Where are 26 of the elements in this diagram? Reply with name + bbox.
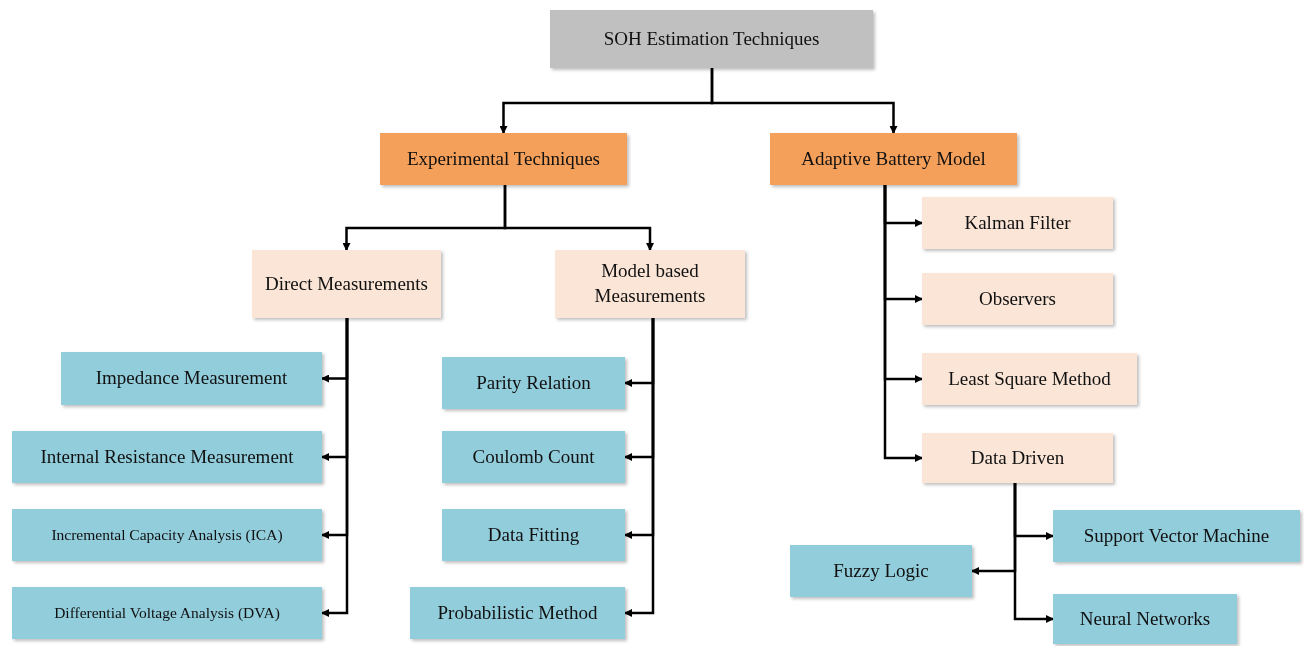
technique-box: Support Vector Machine	[1053, 510, 1300, 562]
method-box: Data Driven	[922, 433, 1113, 483]
method-box: Kalman Filter	[922, 197, 1113, 249]
method-box: Model based Measurements	[555, 250, 745, 318]
arrow	[624, 318, 655, 617]
technique-box: Impedance Measurement	[61, 352, 322, 405]
root-box: SOH Estimation Techniques	[550, 10, 873, 68]
category-box: Adaptive Battery Model	[770, 133, 1017, 185]
arrow	[883, 185, 923, 462]
technique-box: Parity Relation	[442, 357, 625, 409]
method-box: Direct Measurements	[252, 250, 441, 318]
technique-box: Coulomb Count	[442, 431, 625, 483]
method-box: Observers	[922, 273, 1113, 325]
technique-box: Data Fitting	[442, 509, 625, 561]
technique-box: Internal Resistance Measurement	[12, 431, 322, 483]
arrow	[321, 318, 349, 617]
technique-box: Differential Voltage Analysis (DVA)	[12, 587, 322, 639]
arrow	[503, 185, 654, 251]
technique-box: Fuzzy Logic	[790, 545, 972, 597]
arrow	[710, 68, 898, 134]
technique-box: Probabilistic Method	[410, 587, 625, 639]
arrow	[1013, 483, 1054, 623]
technique-box: Neural Networks	[1053, 594, 1237, 644]
technique-box: Incremental Capacity Analysis (ICA)	[12, 509, 322, 561]
category-box: Experimental Techniques	[380, 133, 627, 185]
method-box: Least Square Method	[922, 353, 1137, 405]
